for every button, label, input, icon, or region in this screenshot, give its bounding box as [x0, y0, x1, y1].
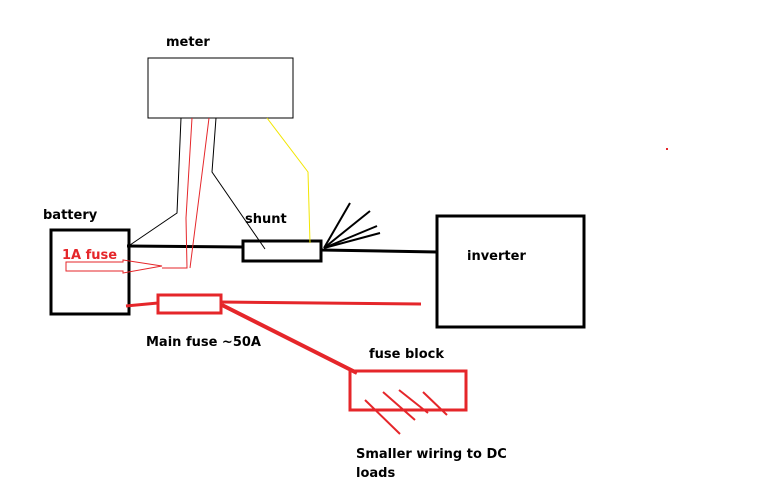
meter-label: meter [166, 35, 210, 50]
fuse-1a-arrow [65, 259, 163, 274]
shunt-body [241, 239, 323, 263]
positive-wire-battery-fuse [125, 301, 159, 308]
fuse-block-label: fuse block [369, 347, 444, 362]
main-fuse-label: Main fuse ~50A [146, 335, 261, 350]
shunt-load-wires [323, 202, 381, 249]
meter-wire-yellow [266, 117, 311, 244]
inverter-label: inverter [467, 249, 526, 264]
fuse-block-output-wires [364, 389, 448, 435]
inverter-box [435, 214, 586, 329]
loads-label-line-1: Smaller wiring to DC [356, 447, 507, 462]
meter-box [147, 57, 294, 119]
fuse-block-body [348, 369, 468, 412]
meter-wire-red-2 [189, 117, 210, 269]
positive-wire-to-fuse-block [221, 303, 358, 375]
battery-label: battery [43, 208, 98, 223]
shunt-label: shunt [245, 212, 287, 227]
meter-wire-black-1 [129, 117, 182, 246]
stray-dot [666, 148, 668, 150]
meter-wire-black-2 [211, 117, 266, 250]
negative-wire-battery-shunt [126, 244, 244, 249]
fuse-1a-label: 1A fuse [62, 248, 117, 263]
loads-label-line-2: loads [356, 466, 395, 481]
meter-wire-red-1 [162, 117, 193, 269]
positive-wire-fuse-inverter [220, 300, 422, 306]
main-fuse-body [156, 293, 223, 315]
battery-box [49, 228, 131, 316]
negative-wire-shunt-inverter [320, 248, 438, 254]
